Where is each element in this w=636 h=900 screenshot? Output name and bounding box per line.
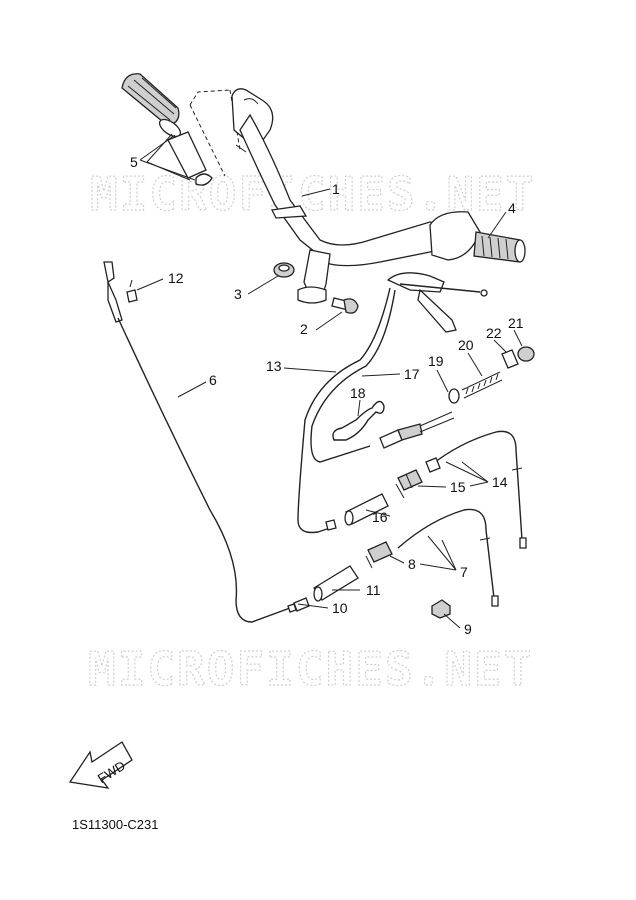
tube-11 <box>313 565 359 602</box>
diagram-code: 1S11300-C231 <box>72 817 159 832</box>
callout-9: 9 <box>464 621 472 637</box>
left-grip-sleeve <box>167 131 207 179</box>
callout-4: 4 <box>508 200 516 216</box>
parts-21-22 <box>501 346 535 369</box>
callout-8: 8 <box>408 556 416 572</box>
leader-lines <box>136 133 523 629</box>
cable-14 <box>425 430 527 549</box>
throttle-grip <box>473 231 526 263</box>
cable-adjuster <box>379 411 455 449</box>
tube-16 <box>344 493 389 526</box>
spring-20 <box>461 371 503 399</box>
washer-19 <box>448 388 460 404</box>
left-grip <box>121 73 180 127</box>
screw-12 <box>126 279 138 303</box>
callout-6: 6 <box>209 372 217 388</box>
left-grip-group <box>121 73 241 186</box>
callout-12: 12 <box>168 270 184 286</box>
callout-22: 22 <box>486 325 502 341</box>
cable-13-17 <box>297 287 396 534</box>
joint-8 <box>365 541 393 569</box>
joint-15 <box>395 469 423 499</box>
fwd-arrow-icon <box>68 741 133 789</box>
callout-labels: 1 2 3 4 5 6 7 8 9 10 11 12 13 14 15 16 1… <box>130 154 524 637</box>
callout-18: 18 <box>350 385 366 401</box>
spring-clip-18 <box>332 400 385 441</box>
callout-2: 2 <box>300 321 308 337</box>
callout-17: 17 <box>404 366 420 382</box>
callout-15: 15 <box>450 479 466 495</box>
watermark-bottom: MICROFICHES.NET <box>88 642 533 696</box>
callout-19: 19 <box>428 353 444 369</box>
callout-20: 20 <box>458 337 474 353</box>
cable-7 <box>397 508 499 607</box>
callout-16: 16 <box>372 509 388 525</box>
callout-3: 3 <box>234 286 242 302</box>
fwd-arrow: FWD <box>68 741 133 789</box>
brake-lever-assembly <box>386 272 488 333</box>
grip-clip <box>195 173 213 186</box>
callout-13: 13 <box>266 358 282 374</box>
callout-1: 1 <box>332 181 340 197</box>
callout-10: 10 <box>332 600 348 616</box>
bolt-2 <box>331 297 359 314</box>
callout-5: 5 <box>130 154 138 170</box>
handlebar <box>231 88 481 304</box>
nut-3 <box>273 262 295 278</box>
callout-14: 14 <box>492 474 508 490</box>
cable-6 <box>103 261 310 623</box>
nut-9 <box>431 599 451 619</box>
callout-7: 7 <box>460 564 468 580</box>
callout-11: 11 <box>366 582 381 598</box>
callout-21: 21 <box>508 315 524 331</box>
